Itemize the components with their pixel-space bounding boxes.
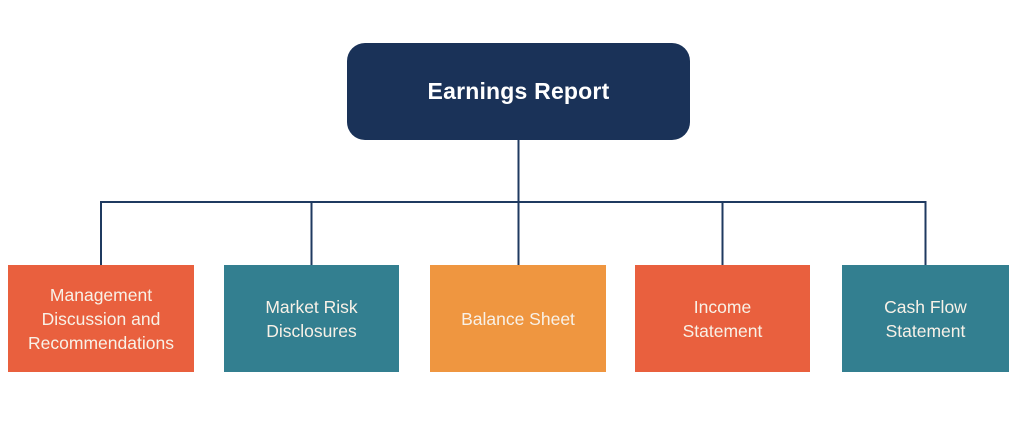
root-node-earnings-report: Earnings Report [347,43,690,140]
child-node-management-discussion: Management Discussion and Recommendation… [8,265,194,372]
child-node-label: Market Risk Disclosures [265,296,358,341]
child-node-label: Cash Flow Statement [884,296,967,341]
root-node-label: Earnings Report [427,78,610,104]
child-node-label: Balance Sheet [461,308,575,329]
child-node-label: Income Statement [682,296,763,341]
child-node-income-statement: Income Statement [635,265,810,372]
child-node-label: Management Discussion and Recommendation… [28,284,174,353]
child-node-market-risk-disclosures: Market Risk Disclosures [224,265,399,372]
child-node-balance-sheet: Balance Sheet [430,265,606,372]
child-node-cash-flow-statement: Cash Flow Statement [842,265,1009,372]
